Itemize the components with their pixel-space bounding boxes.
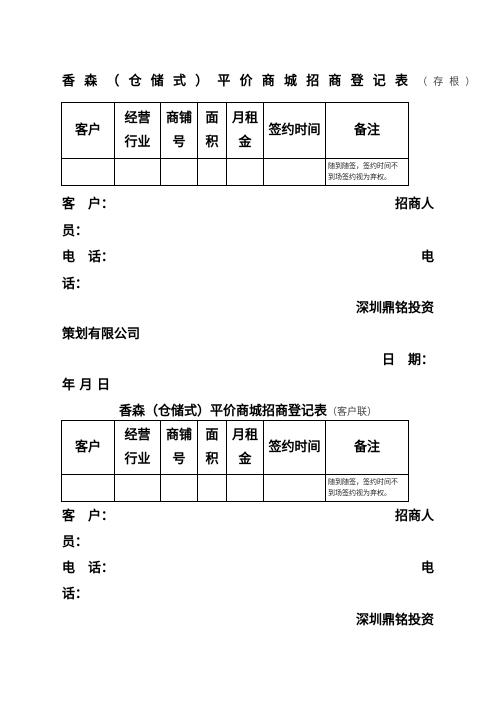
form2-title: 香森（仓储式）平价商城招商登记表（客户联） — [0, 400, 496, 419]
date-value: 年 月 日 — [62, 378, 111, 393]
form1-title: 香森（仓储式）平价商城招商登记表（存根） — [62, 70, 475, 89]
phone-label: 电 话： — [62, 250, 115, 265]
form2-title-note: （客户联） — [327, 407, 377, 418]
company-name: 深圳鼎铭投资 — [355, 613, 434, 628]
cell-rent — [226, 158, 264, 186]
form1-table: 客户 经营行业 商铺号 面积 月租金 签约时间 备注 随到随签，签约时间不到场签… — [61, 102, 409, 186]
form2-header-row: 客户 经营行业 商铺号 面积 月租金 签约时间 备注 — [61, 420, 409, 475]
manager-label: 招商人 — [394, 197, 434, 212]
header-customer: 客户 — [61, 102, 115, 159]
phone-label: 电 话： — [62, 561, 115, 576]
cell-sign-time — [263, 474, 326, 502]
header-industry: 经营行业 — [114, 102, 161, 159]
company-name-cont: 策划有限公司 — [62, 327, 141, 342]
header-area: 面积 — [197, 102, 227, 159]
form1-data-row: 随到随签，签约时间不到场签约视为弃权。 — [61, 158, 409, 186]
header-customer: 客户 — [61, 420, 115, 475]
manager-label: 招商人 — [394, 509, 434, 524]
form1-header-row: 客户 经营行业 商铺号 面积 月租金 签约时间 备注 — [61, 102, 409, 159]
form2-table: 客户 经营行业 商铺号 面积 月租金 签约时间 备注 随到随签，签约时间不到场签… — [61, 420, 409, 502]
phone2-label-cont: 话： — [62, 587, 89, 602]
manager-label-cont: 员： — [62, 224, 89, 239]
cell-industry — [114, 158, 161, 186]
form2-data-row: 随到随签，签约时间不到场签约视为弃权。 — [61, 474, 409, 502]
header-sign-time: 签约时间 — [263, 102, 326, 159]
cell-shop-no — [160, 158, 198, 186]
manager-label-cont: 员： — [62, 535, 89, 550]
cell-shop-no — [160, 474, 198, 502]
cell-rent — [226, 474, 264, 502]
customer-label: 客 户： — [62, 197, 115, 212]
header-area: 面积 — [197, 420, 227, 475]
customer-label: 客 户： — [62, 509, 115, 524]
header-industry: 经营行业 — [114, 420, 161, 475]
cell-customer — [61, 158, 115, 186]
cell-area — [197, 158, 227, 186]
header-rent: 月租金 — [226, 102, 264, 159]
cell-remarks-note: 随到随签，签约时间不到场签约视为弃权。 — [325, 158, 409, 186]
header-shop-no: 商铺号 — [160, 102, 198, 159]
cell-industry — [114, 474, 161, 502]
header-sign-time: 签约时间 — [263, 420, 326, 475]
company-name: 深圳鼎铭投资 — [355, 301, 434, 316]
header-remarks: 备注 — [325, 102, 409, 159]
cell-sign-time — [263, 158, 326, 186]
header-shop-no: 商铺号 — [160, 420, 198, 475]
cell-area — [197, 474, 227, 502]
phone2-label-cont: 话： — [62, 277, 89, 292]
form2-title-text: 香森（仓储式）平价商城招商登记表 — [118, 404, 327, 419]
header-remarks: 备注 — [325, 420, 409, 475]
form1-title-text: 香森（仓储式）平价商城招商登记表 — [62, 74, 418, 89]
phone2-label: 电 — [420, 250, 434, 265]
form1-title-note: （存根） — [417, 77, 482, 88]
cell-remarks-note: 随到随签，签约时间不到场签约视为弃权。 — [325, 474, 409, 502]
cell-customer — [61, 474, 115, 502]
phone2-label: 电 — [420, 561, 434, 576]
header-rent: 月租金 — [226, 420, 264, 475]
date-label: 日 期： — [381, 353, 434, 368]
